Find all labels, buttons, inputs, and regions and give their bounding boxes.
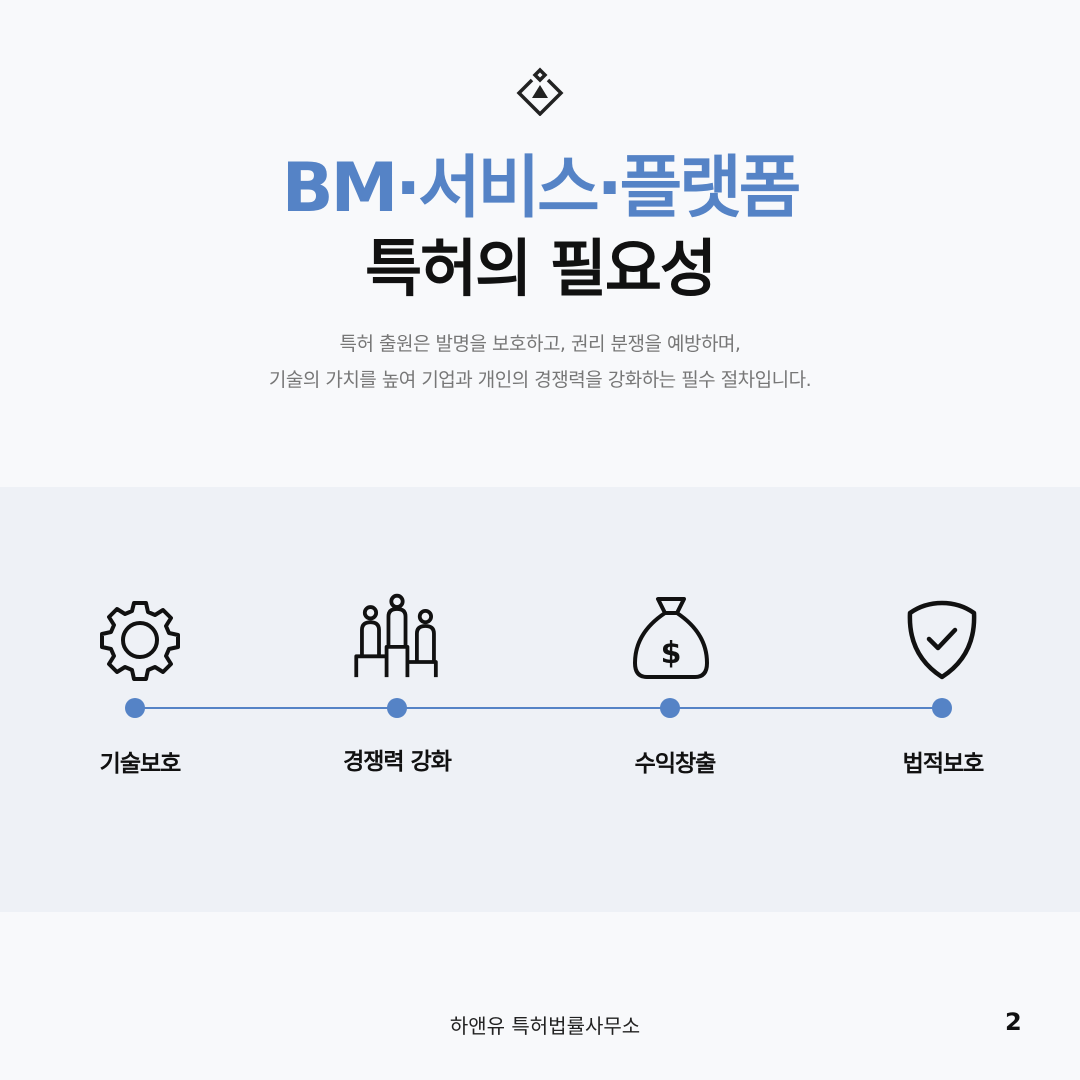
timeline-dot <box>387 698 407 718</box>
step-label: 법적보호 <box>902 751 985 777</box>
logo-icon <box>516 67 564 116</box>
shield-check-icon <box>907 600 977 680</box>
page-number: 2 <box>1005 1008 1022 1036</box>
step-label: 경쟁력 강화 <box>343 749 452 775</box>
timeline-section <box>0 487 1080 912</box>
timeline-dot <box>660 698 680 718</box>
footer-company: 하앤유 특허법률사무소 <box>449 1014 641 1038</box>
money-bag-icon: $ <box>633 597 709 679</box>
podium-icon <box>354 593 438 678</box>
page-subtitle-heading: 특허의 필요성 <box>365 232 717 305</box>
timeline-dot <box>125 698 145 718</box>
description: 특허 출원은 발명을 보호하고, 권리 분쟁을 예방하며, 기술의 가치를 높여… <box>0 326 1080 398</box>
page-title: BM·서비스·플랫폼 <box>281 149 802 228</box>
timeline-line <box>135 707 942 709</box>
step-label: 수익창출 <box>634 751 717 777</box>
gear-icon <box>100 601 180 681</box>
description-line: 특허 출원은 발명을 보호하고, 권리 분쟁을 예방하며, <box>339 333 741 355</box>
description-line: 기술의 가치를 높여 기업과 개인의 경쟁력을 강화하는 필수 절차입니다. <box>268 369 812 391</box>
timeline-dot <box>932 698 952 718</box>
step-label: 기술보호 <box>99 751 182 777</box>
svg-text:$: $ <box>661 636 682 671</box>
